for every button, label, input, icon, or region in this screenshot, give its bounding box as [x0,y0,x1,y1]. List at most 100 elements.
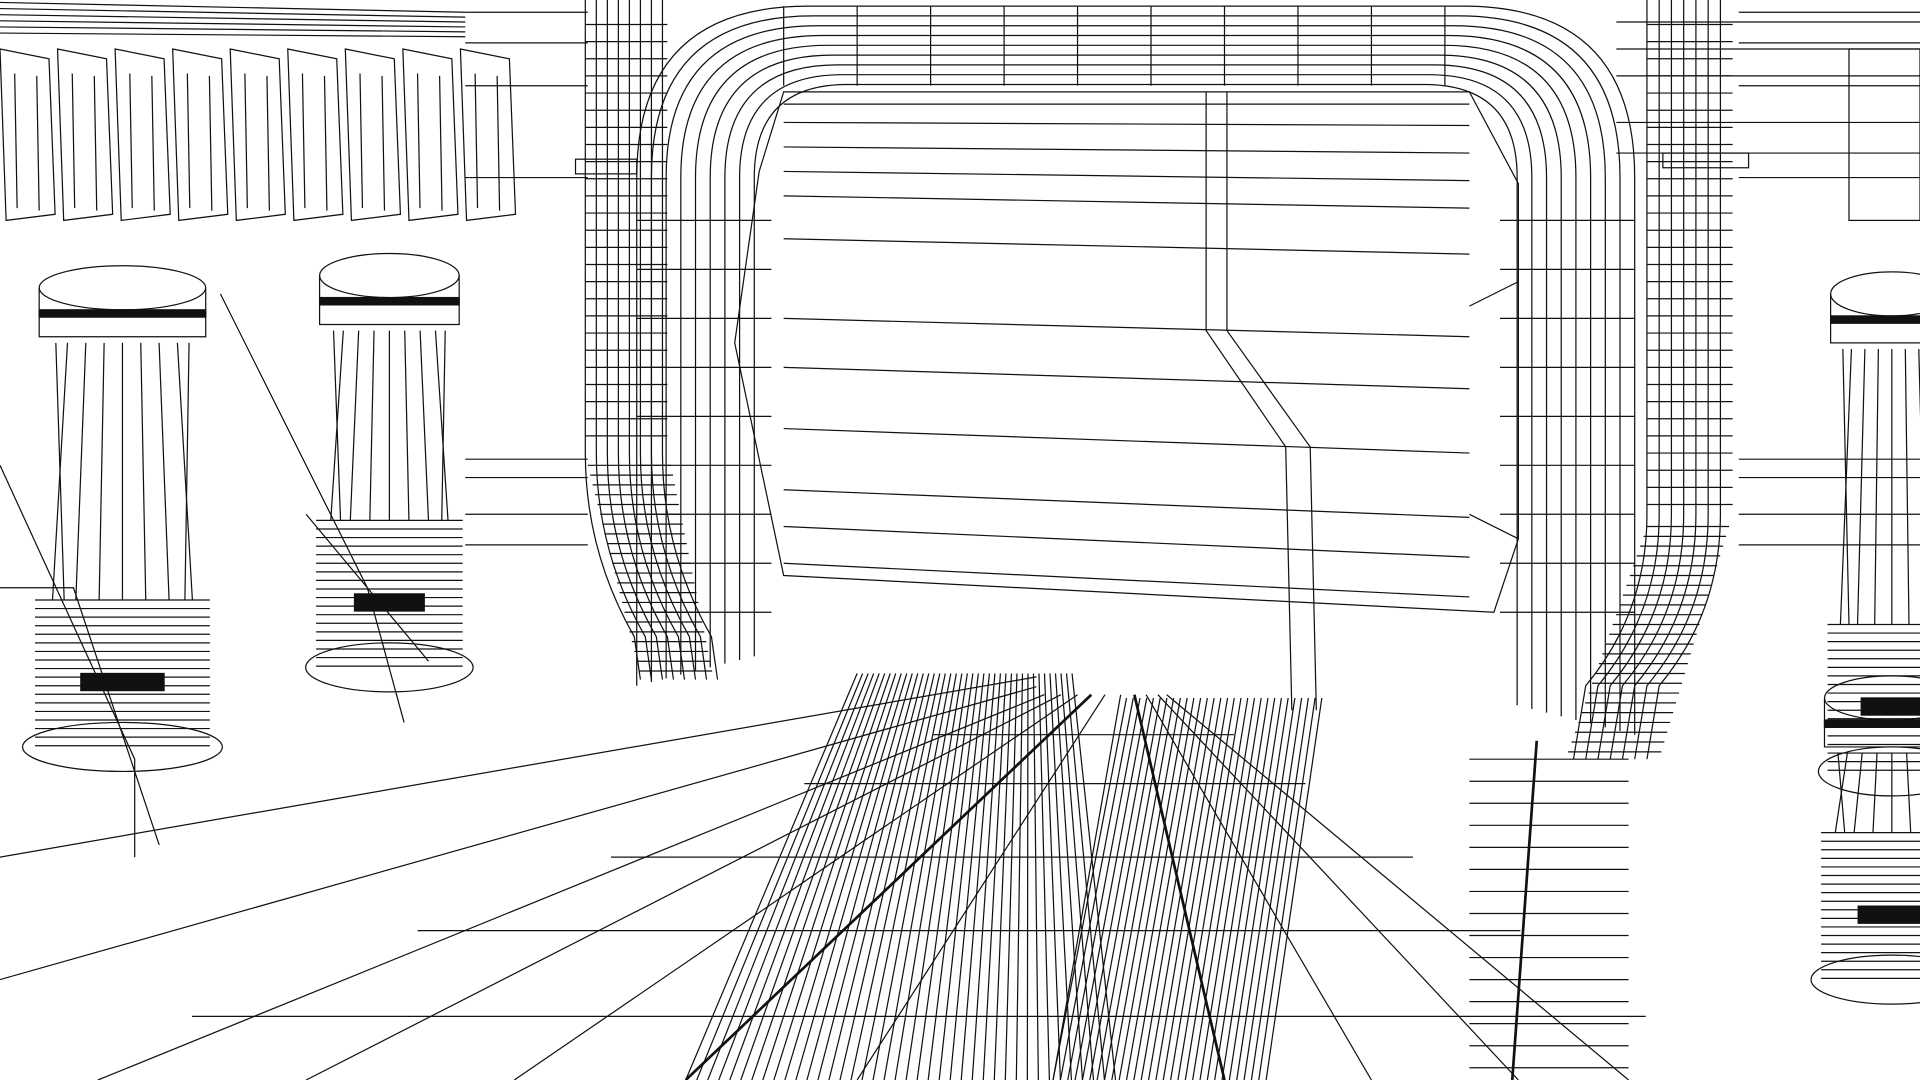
wire-line [1032,673,1039,1080]
wire-line [729,673,880,1080]
pillar-band [353,593,425,612]
left-pipe-line [606,0,664,680]
wire-line [783,427,1470,454]
door-arch-line [738,74,1533,709]
vent-panel [229,48,286,222]
wire-line [828,673,930,1080]
pipes [574,0,1750,760]
door-arch-line [636,5,1636,735]
pillar-base [21,721,223,773]
wire-line [1096,697,1168,1080]
wire-line [1103,697,1175,1080]
wire-line [359,73,364,209]
wire-line [783,366,1470,390]
wire-line [14,73,18,209]
wire-line [244,73,248,209]
strut [219,293,430,723]
left-pipe-line [595,0,653,680]
wire-line [1856,348,1866,625]
pillar-band [1830,315,1920,324]
pillar-band [318,296,460,306]
vent-panel [56,48,114,222]
wire-line [0,1,466,13]
door-panel-outline [734,91,1519,613]
wire-line [381,75,386,211]
pillar-base [305,642,474,693]
wire-line [783,121,1470,127]
right-pipe-line [1572,0,1648,760]
left-pipe-line [617,0,675,680]
wire-line [1015,673,1024,1080]
wire-line [416,73,421,209]
wire-line [438,75,443,211]
wire-line [1510,740,1539,1080]
vent-panel [114,48,171,222]
left-pipe-line [639,0,697,680]
wire-line [208,75,213,211]
door-bevel [1469,281,1519,540]
door-arch-line [665,25,1606,728]
wire-line [1026,673,1029,1080]
pillar-base [1810,954,1920,1005]
vent-panel [0,48,56,222]
pillar-band [38,309,207,318]
wire-line [783,489,1470,518]
wire-line [1904,348,1910,625]
pipe-bracket [1662,152,1750,169]
right-pipe-line [1646,0,1722,760]
wire-line [806,673,919,1080]
wire-line [971,673,1002,1080]
wire-line [1071,673,1117,1080]
pillar-body [55,342,190,601]
wire-line [158,342,170,601]
pillar-band [1823,719,1920,728]
right-pipe-line [1621,0,1697,760]
wire-line [305,694,1062,1080]
wire-line [0,7,466,18]
wire-line [784,673,908,1080]
wire-line [905,673,968,1080]
wire-line [1065,673,1106,1080]
pillar-base [1817,746,1920,797]
wire-line [1258,697,1316,1080]
wire-line [1125,697,1195,1080]
wire-line [783,170,1470,182]
door-arch-line [753,83,1518,706]
vent-panel [172,48,229,222]
pillar-cap [1830,271,1920,317]
wire-line [949,673,990,1080]
wire-line [1049,673,1073,1080]
vent-panel [344,48,402,222]
left-pipe-line [628,0,686,680]
wire-line [266,75,270,211]
wire-line [795,673,913,1080]
wire-line [151,75,155,211]
left-pipe-line [584,0,642,680]
wire-line [1081,697,1155,1080]
wire-line [1074,697,1148,1080]
wire-line [696,673,864,1080]
pillar-band [1857,905,1920,924]
door-arch-line [709,54,1562,717]
wire-line [927,673,979,1080]
wire-line [1052,697,1128,1080]
wire-line [938,673,985,1080]
wire-line [0,14,466,23]
wire-line [960,673,996,1080]
wire-line [707,673,869,1080]
wire-line [0,32,466,38]
wire-line [0,676,1037,858]
wire-line [1140,697,1208,1080]
wire-line [762,673,897,1080]
wire-line [301,73,306,209]
wire-line [883,673,957,1080]
wire-line [982,673,1007,1080]
wire-line [1166,694,1629,1080]
wire-line [773,673,902,1080]
wire-line [916,673,974,1080]
wire-line [0,686,1037,981]
wire-line [1906,753,1912,833]
wire-line [751,673,891,1080]
door-seam [1205,91,1293,711]
